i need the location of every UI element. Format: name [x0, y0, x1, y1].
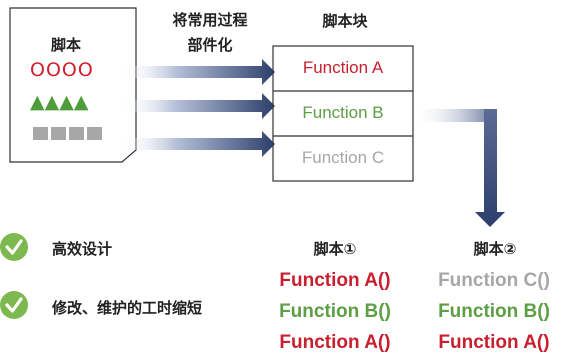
function-c-label: Function C — [301, 148, 385, 167]
componentize-label-line2: 部件化 — [187, 36, 233, 54]
green-triangles-row: ▲▲▲▲ — [30, 91, 89, 113]
script2-line-2: Function B() — [438, 301, 550, 322]
script-panel-title: 脚本 — [50, 36, 81, 54]
gray-squares — [33, 127, 102, 140]
red-circles-row: OOOO — [30, 59, 94, 81]
script1-line-3: Function A() — [279, 332, 391, 353]
script2-title: 脚本② — [473, 240, 517, 258]
componentize-label-line1: 将常用过程 — [172, 11, 248, 29]
bent-arrow — [413, 109, 505, 227]
function-b-label: Function B — [302, 103, 384, 122]
script1-line-2: Function B() — [279, 301, 391, 322]
script1-line-1: Function A() — [279, 270, 391, 291]
script1-title: 脚本① — [313, 240, 357, 258]
script-document-panel — [9, 7, 137, 163]
function-block-title: 脚本块 — [322, 12, 368, 30]
script2-line-3: Function A() — [438, 332, 550, 353]
check-icon-2 — [0, 291, 28, 319]
function-a-label: Function A — [302, 58, 384, 77]
componentize-label: 将常用过程 部件化 — [154, 8, 266, 58]
benefit-reduced-maintenance: 修改、维护的工时缩短 — [52, 299, 203, 317]
check-icon-1 — [0, 233, 28, 261]
script2-line-1: Function C() — [438, 270, 550, 291]
benefit-efficient-design: 高效设计 — [52, 240, 113, 258]
componentize-arrows — [120, 59, 275, 157]
